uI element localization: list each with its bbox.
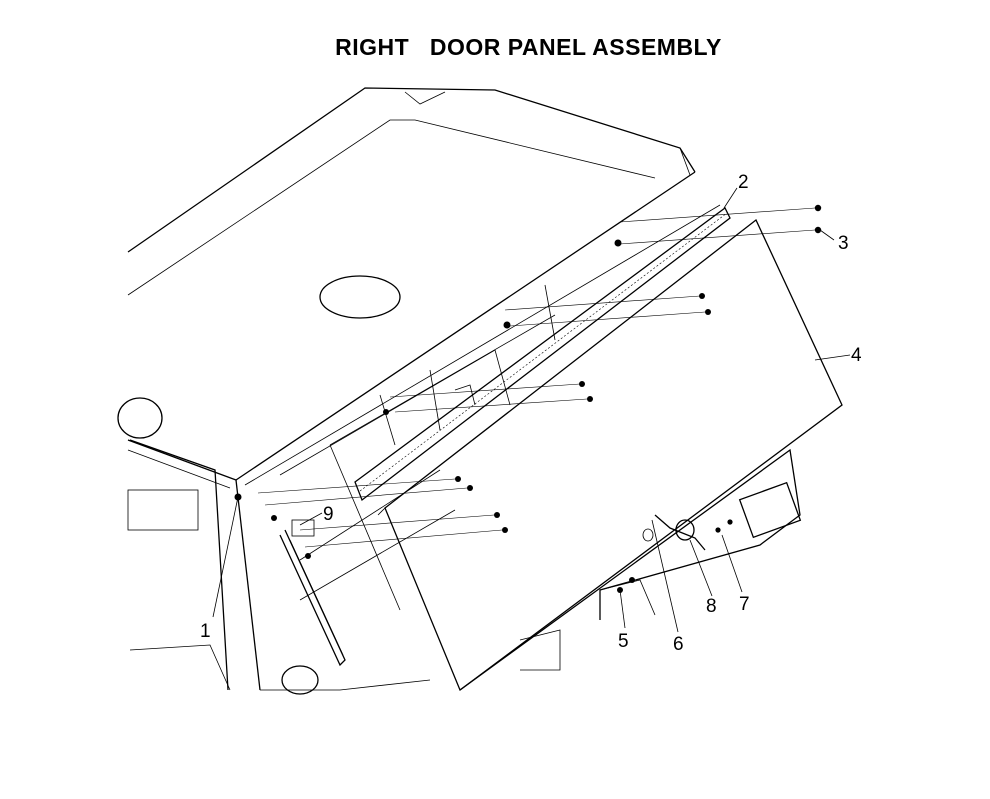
page-title: RIGHT DOOR PANEL ASSEMBLY xyxy=(335,34,722,60)
door-panel xyxy=(377,218,843,692)
callout-labels: 1 2 3 4 5 6 7 8 9 xyxy=(200,172,862,655)
callout-2: 2 xyxy=(738,172,749,193)
machine-housing xyxy=(117,87,721,691)
latch-handle xyxy=(642,514,706,551)
callout-8: 8 xyxy=(706,596,717,617)
latch-support-channel xyxy=(260,448,802,695)
hinge-strip xyxy=(354,207,731,502)
callout-5: 5 xyxy=(618,631,629,652)
callout-9: 9 xyxy=(323,504,334,525)
callout-1: 1 xyxy=(200,621,211,642)
side-seal xyxy=(279,519,346,667)
callout-6: 6 xyxy=(673,634,684,655)
callout-7: 7 xyxy=(739,594,750,615)
callout-3: 3 xyxy=(838,233,849,254)
explode-lines xyxy=(257,207,816,548)
leader-lines xyxy=(212,187,851,633)
callout-4: 4 xyxy=(851,345,862,366)
fastener-bolts xyxy=(234,204,822,593)
